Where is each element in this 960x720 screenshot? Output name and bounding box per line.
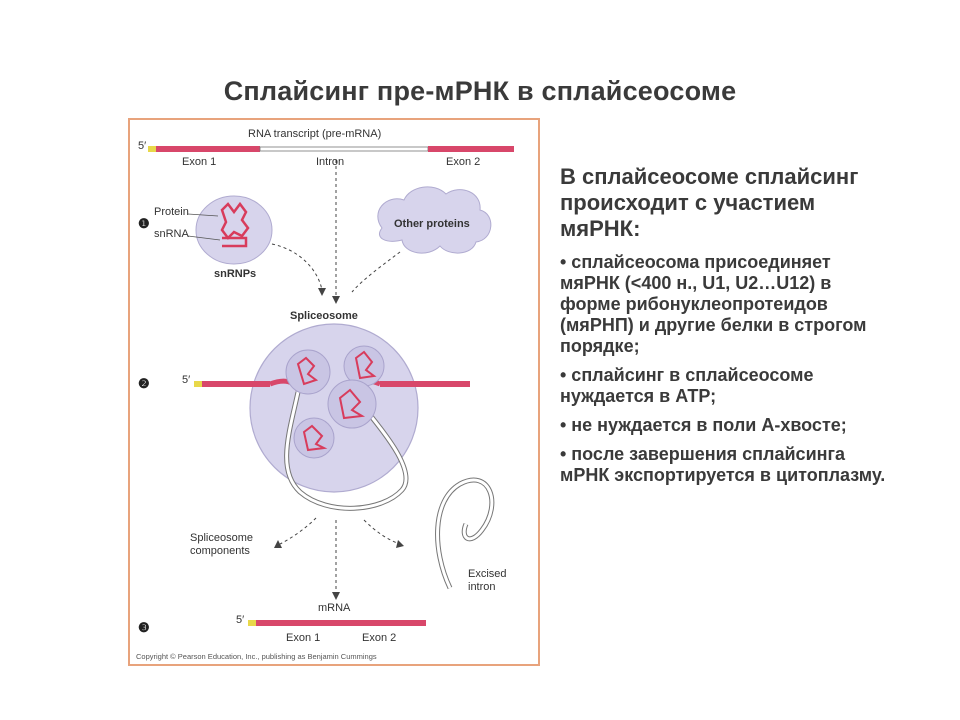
splicing-diagram: RNA transcript (pre-mRNA) 5′ Exon 1 Intr… — [128, 118, 540, 666]
step3-marker: ❸ — [138, 620, 150, 635]
five-prime-cap — [148, 146, 156, 152]
exon2-segment — [428, 146, 514, 152]
intron-label: Intron — [316, 156, 345, 168]
diagram-graphics — [148, 146, 514, 626]
exon2-label: Exon 2 — [446, 156, 481, 168]
rna-transcript-label: RNA transcript (pre-mRNA) — [248, 128, 382, 140]
bullet-1: • сплайсеосома присоединяет мяРНК (<400 … — [560, 252, 867, 356]
step1-marker: ❶ — [138, 216, 150, 231]
final-mrna — [248, 620, 426, 626]
bullet-2: • сплайсинг в сплайсеосоме нуждается в А… — [560, 365, 814, 406]
other-proteins-cloud — [377, 186, 492, 254]
pre-mrna-strand — [148, 146, 514, 152]
explanation-heading: В сплайсеосоме сплайсинг происходит с уч… — [560, 164, 859, 241]
snrnp-particle — [187, 195, 273, 265]
step2-marker: ❷ — [138, 376, 150, 391]
exon1-segment — [156, 146, 260, 152]
spliceosome-components-label: Spliceosome components — [190, 532, 253, 557]
five-prime-label-3: 5′ — [236, 614, 245, 626]
protein-label: Protein — [154, 206, 189, 218]
intron-segment — [259, 146, 429, 152]
five-prime-label-2: 5′ — [182, 374, 191, 386]
mrna-exon1-label: Exon 1 — [286, 632, 321, 644]
exon1-label: Exon 1 — [182, 156, 217, 168]
five-prime-label: 5′ — [138, 140, 147, 152]
bullet-3: • не нуждается в поли А-хвосте; — [560, 415, 847, 435]
slide-title: Сплайсинг пре-мРНК в сплайсеосоме — [223, 76, 737, 106]
bullet-4: • после завершения сплайсинга мРНК экспо… — [560, 444, 886, 485]
other-proteins-label: Other proteins — [394, 218, 470, 230]
copyright-note: Copyright © Pearson Education, Inc., pub… — [136, 652, 377, 661]
excised-intron-label: Excised intron — [468, 568, 507, 593]
snrna-label: snRNA — [154, 228, 189, 240]
spliceosome-complex — [194, 323, 470, 511]
mrna-exon2-label: Exon 2 — [362, 632, 397, 644]
snrnps-label: snRNPs — [214, 268, 257, 280]
spliceosome-label: Spliceosome — [290, 310, 358, 322]
mrna-label: mRNA — [318, 602, 351, 614]
explanation-text: В сплайсеосоме сплайсинг происходит с уч… — [560, 164, 890, 494]
